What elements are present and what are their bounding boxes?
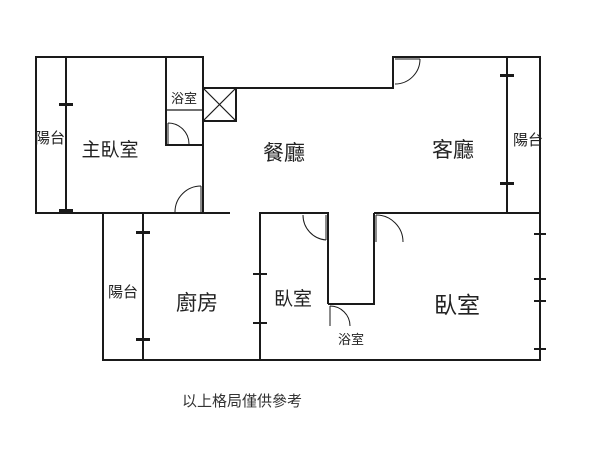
label-master-bath: 浴室	[171, 91, 197, 107]
door-arc	[394, 58, 421, 85]
wall-kitchen-outer	[102, 213, 541, 361]
door-arc	[375, 214, 404, 243]
door-arc	[329, 305, 351, 327]
label-kitchen-balcony: 陽台	[108, 283, 138, 301]
label-bath-small: 浴室	[338, 332, 364, 348]
window-mark	[534, 300, 546, 302]
shaft-cross-2	[202, 87, 237, 122]
door-arc	[302, 214, 327, 241]
window-mark	[59, 103, 73, 106]
wall-master-bath	[165, 57, 203, 146]
label-living: 客廳	[432, 138, 474, 162]
window-mark	[253, 273, 267, 275]
window-mark	[253, 322, 267, 324]
disclaimer-caption: 以上格局僅供參考	[182, 392, 302, 410]
window-mark	[534, 348, 546, 350]
window-marks	[59, 74, 546, 350]
label-bedroom-small: 臥室	[274, 288, 312, 310]
window-mark	[59, 209, 73, 212]
window-mark	[136, 338, 150, 341]
door-arc	[167, 122, 190, 145]
wall-small-bedroom	[259, 212, 329, 360]
wall-north	[236, 56, 541, 213]
label-living-balcony: 陽台	[513, 131, 543, 149]
window-mark	[534, 233, 546, 235]
wall-small-bath	[328, 213, 375, 305]
wall-master-outer	[35, 56, 230, 214]
window-mark	[136, 231, 150, 234]
label-dining: 餐廳	[263, 141, 305, 165]
window-mark	[500, 182, 514, 185]
window-mark	[500, 74, 514, 77]
shaft-box	[202, 87, 237, 122]
door-arc	[174, 185, 202, 213]
window-mark	[534, 278, 546, 280]
label-master-balcony: 陽台	[35, 129, 65, 147]
label-master-bedroom: 主臥室	[81, 139, 138, 161]
door-swings	[167, 58, 421, 327]
room-labels: 陽台 主臥室 浴室 餐廳 客廳 陽台 陽台 廚房 臥室 浴室 臥室	[35, 91, 543, 348]
walls	[35, 56, 541, 361]
label-bedroom-large: 臥室	[434, 293, 480, 319]
label-kitchen: 廚房	[176, 291, 218, 315]
